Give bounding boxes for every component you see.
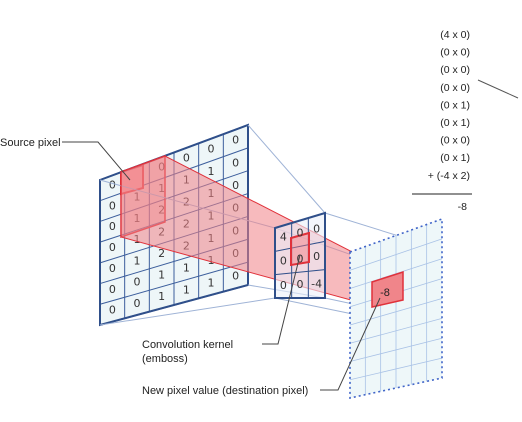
destination-grid-line: [349, 317, 443, 344]
kernel-cell-value: 0: [280, 255, 287, 268]
source-cell-value: 0: [134, 297, 141, 310]
source-cell-value: 0: [109, 220, 116, 233]
source-cell-value: 0: [134, 276, 141, 289]
source-cell-value: 1: [158, 290, 165, 303]
calc-leader: [477, 79, 519, 99]
source-cell-value: 0: [109, 241, 116, 254]
kernel-grid-line: [274, 269, 326, 276]
kernel-leader: [262, 254, 301, 345]
calc-term: (0 x 1): [440, 99, 470, 111]
calc-term: (0 x 0): [440, 82, 470, 94]
new-pixel-leader: [320, 297, 381, 391]
destination-grid-line: [349, 298, 443, 326]
source-cell-value: 0: [109, 283, 116, 296]
kernel-label-line1: Convolution kernel: [142, 339, 233, 351]
callouts: Source pixel Convolution kernel (emboss)…: [0, 137, 381, 397]
source-cell-value: 2: [158, 247, 165, 260]
kernel-cell-value: 0: [297, 278, 304, 291]
source-cell-value: 0: [109, 178, 116, 191]
calc-term: (0 x 1): [440, 117, 470, 129]
kernel-grid-line: [274, 240, 326, 252]
destination-grid-frame: [349, 217, 443, 399]
kernel-center-highlight: [290, 231, 310, 267]
calc-term: (0 x 0): [440, 47, 470, 59]
source-cell-value: 0: [208, 143, 215, 156]
source-cell-value: 0: [232, 179, 239, 192]
destination-grid-line: [349, 357, 443, 381]
source-cell-value: 0: [109, 262, 116, 275]
calc-term: + (-4 x 2): [428, 170, 470, 182]
kernel-cell-value: 0: [280, 279, 287, 292]
kernel-cell-value: 0: [297, 227, 304, 240]
source-cell-value: 0: [232, 270, 239, 283]
source-pixel-leader: [62, 141, 131, 181]
new-pixel-label: New pixel value (destination pixel): [142, 385, 308, 397]
calc-term: (0 x 0): [440, 135, 470, 147]
kernel-cell-value: 4: [280, 230, 287, 243]
kernel-cell-value: -4: [311, 278, 322, 291]
destination-grid-line: [349, 337, 443, 362]
source-cell-value: 0: [183, 152, 190, 165]
kernel-cell-value: 0: [313, 223, 320, 236]
calculation-stack: (4 x 0) (0 x 0) (0 x 0) (0 x 0) (0 x 1) (0 x …: [412, 29, 519, 213]
source-cell-value: 0: [232, 156, 239, 169]
source-cell-value: 0: [232, 134, 239, 147]
calc-term: (4 x 0): [440, 29, 470, 41]
source-pixel-label: Source pixel: [0, 137, 61, 149]
destination-grid-line: [349, 238, 443, 271]
destination-pixel-value: -8: [380, 287, 390, 299]
kernel-cell-value: 0: [297, 252, 304, 265]
source-cell-value: 0: [109, 199, 116, 212]
kernel-label-line2: (emboss): [142, 353, 188, 365]
source-cell-value: 1: [208, 165, 215, 178]
calc-result: -8: [458, 201, 467, 213]
source-grid-line: [99, 261, 249, 305]
destination-image-grid: -8: [349, 217, 443, 399]
source-cell-value: 1: [158, 269, 165, 282]
destination-grid-lines: [349, 224, 443, 395]
source-cell-value: 0: [109, 304, 116, 317]
kernel-cell-value: 0: [313, 250, 320, 263]
source-cell-value: 1: [208, 277, 215, 290]
source-cell-value: 1: [183, 261, 190, 274]
calc-term: (0 x 0): [440, 64, 470, 76]
source-cell-value: 1: [183, 283, 190, 296]
source-cell-value: 1: [134, 254, 141, 267]
calc-term: (0 x 1): [440, 152, 470, 164]
